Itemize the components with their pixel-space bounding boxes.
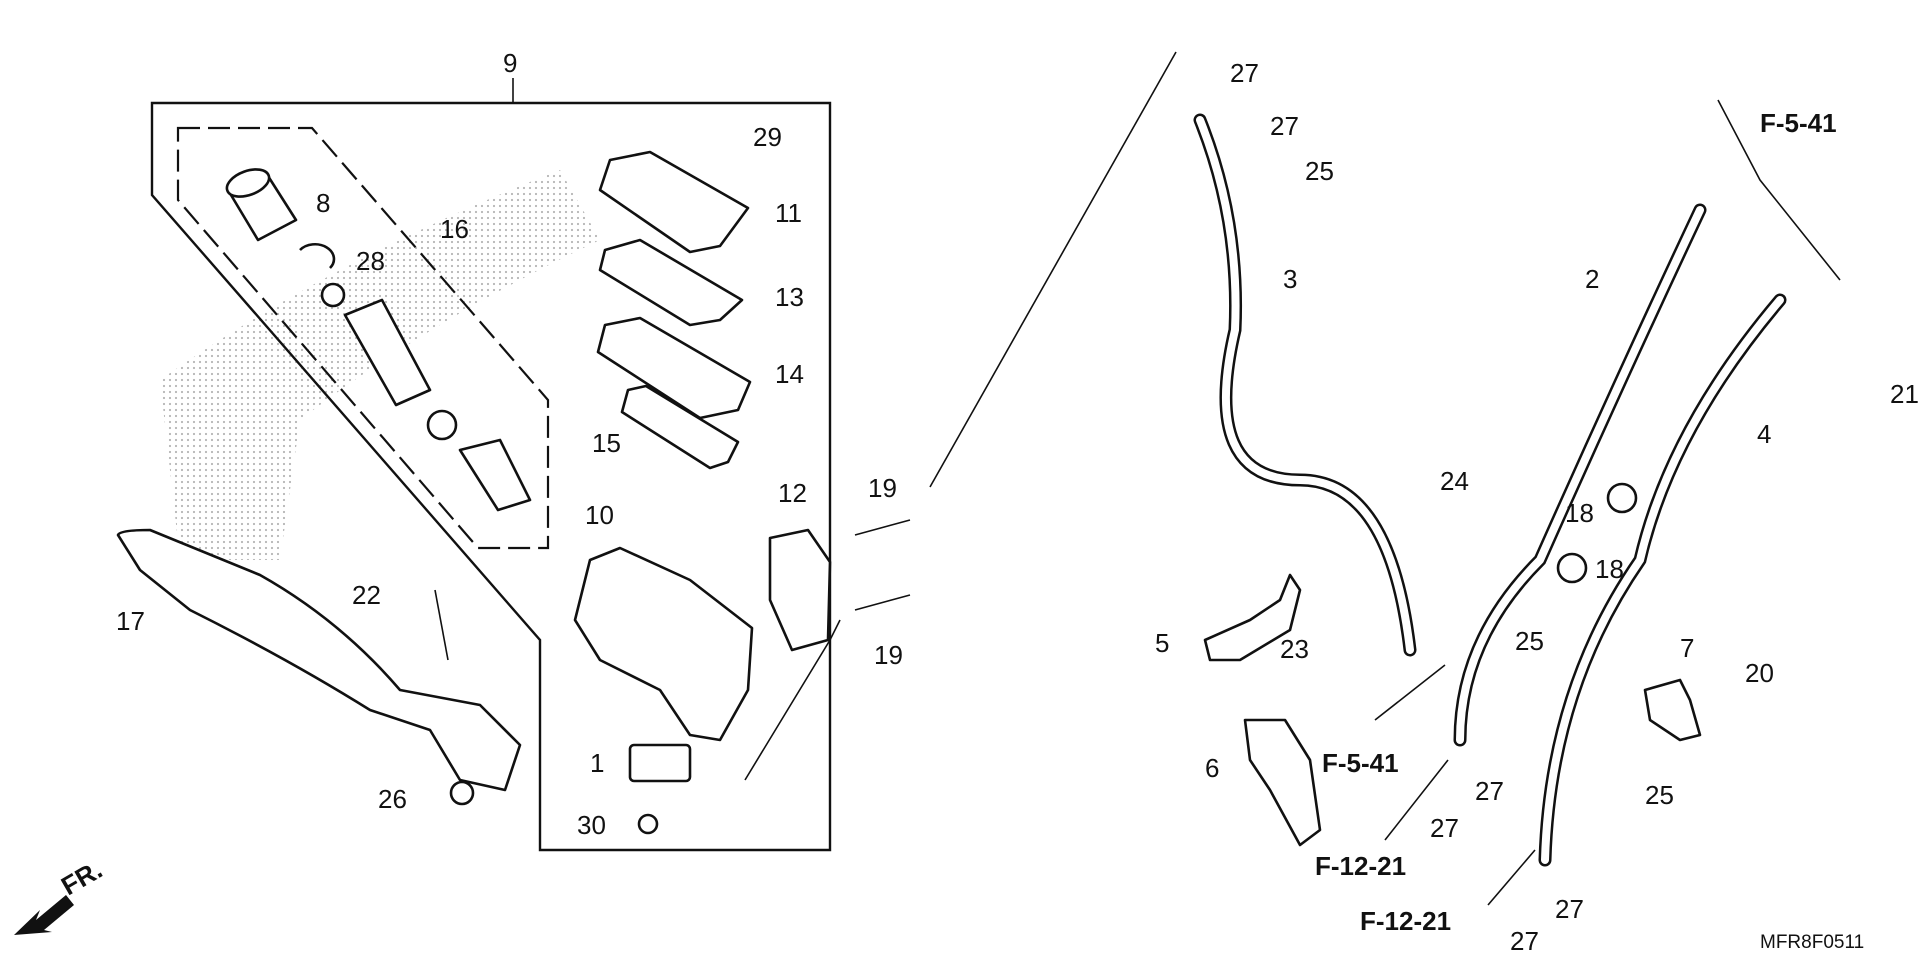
- reference-label: F-12-21: [1360, 906, 1451, 936]
- callout: 18: [1595, 554, 1624, 584]
- callouts: 9 29 8 16 11 28 13 14 15 12 10 19 19 22 …: [116, 48, 1919, 956]
- callout: 19: [874, 640, 903, 670]
- clip-18-a: [1606, 482, 1638, 514]
- callout: 17: [116, 606, 145, 636]
- callout: 27: [1230, 58, 1259, 88]
- callout: 3: [1283, 264, 1297, 294]
- lever-nut: [449, 780, 475, 806]
- holder: [768, 528, 832, 652]
- brake-hose-4: [1538, 293, 1787, 867]
- brake-hose-3: [1193, 113, 1417, 657]
- callout: 23: [1280, 634, 1309, 664]
- callout: 7: [1680, 633, 1694, 663]
- clamp-7: [1643, 678, 1702, 742]
- callout: 8: [316, 188, 330, 218]
- brake-lever: [116, 528, 522, 792]
- callout: 25: [1645, 780, 1674, 810]
- watermark: [160, 170, 600, 560]
- callout: 30: [577, 810, 606, 840]
- diaphragm: [596, 316, 752, 420]
- ref-arrow-f541-top: [1717, 99, 1841, 281]
- figure-code: MFR8F0511: [1760, 932, 1864, 953]
- callout: 25: [1515, 626, 1544, 656]
- callout: 29: [753, 122, 782, 152]
- callout: 14: [775, 359, 804, 389]
- reference-label: F-5-41: [1760, 108, 1837, 138]
- callout: 19: [868, 473, 897, 503]
- callout: 9: [503, 48, 517, 78]
- stay-5: [1203, 573, 1302, 662]
- callout: 12: [778, 478, 807, 508]
- callout: 11: [775, 198, 802, 228]
- leader-hose-top: [929, 51, 1177, 488]
- callout: 6: [1205, 753, 1219, 783]
- bolt-upper: [854, 519, 911, 536]
- clip-18-b: [1556, 552, 1588, 584]
- callout: 1: [590, 748, 604, 778]
- reservoir-cap: [598, 150, 750, 254]
- callout: 22: [352, 580, 381, 610]
- callout: 5: [1155, 628, 1169, 658]
- callout: 4: [1757, 419, 1771, 449]
- callout: 27: [1510, 926, 1539, 956]
- master-cylinder-body: [573, 546, 754, 742]
- callout: 27: [1430, 813, 1459, 843]
- callout: 16: [440, 214, 469, 244]
- brake-hose-2: [1453, 203, 1707, 747]
- callout: 27: [1475, 776, 1504, 806]
- reference-label: F-12-21: [1315, 851, 1406, 881]
- cylinder-kit-parts: [225, 168, 532, 512]
- stay-6: [1243, 718, 1322, 847]
- reference-label: F-5-41: [1322, 748, 1399, 778]
- assembly-9-frame: [150, 101, 832, 852]
- callout: 27: [1555, 894, 1584, 924]
- callout: 27: [1270, 111, 1299, 141]
- callout: 20: [1745, 658, 1774, 688]
- callout: 15: [592, 428, 621, 458]
- callout: 2: [1585, 264, 1599, 294]
- leader-banjo: [744, 619, 841, 781]
- callout: 18: [1565, 498, 1594, 528]
- pivot-bolt: [434, 589, 449, 661]
- callout: 13: [775, 282, 804, 312]
- switch-screw: [637, 813, 659, 835]
- callout: 21: [1890, 379, 1919, 409]
- bolt-lower: [854, 594, 911, 611]
- callout: 26: [378, 784, 407, 814]
- gasket: [620, 384, 740, 470]
- ref-arrow-f1221-b: [1487, 849, 1536, 906]
- callout: 25: [1305, 156, 1334, 186]
- callout: 10: [585, 500, 614, 530]
- front-label: FR.: [56, 854, 107, 901]
- assembly-16-frame: [176, 126, 550, 550]
- ref-arrow-f1221-a: [1384, 759, 1449, 841]
- callout: 28: [356, 246, 385, 276]
- stop-switch: [628, 743, 692, 783]
- callout: 24: [1440, 466, 1469, 496]
- front-arrow-icon: [14, 895, 74, 935]
- ref-arrow-f541-mid: [1374, 664, 1446, 721]
- plate: [598, 238, 744, 327]
